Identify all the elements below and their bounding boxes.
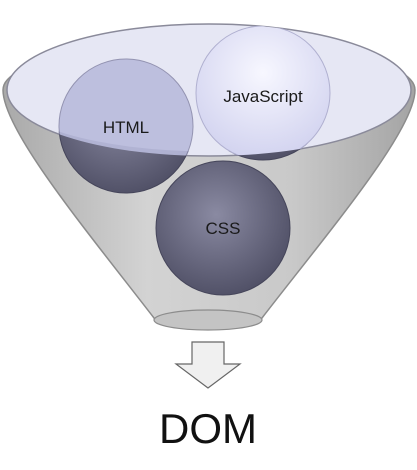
html-ball: HTML — [58, 58, 194, 194]
javascript-ball: JavaScript — [195, 25, 331, 161]
css-label: CSS — [206, 219, 241, 238]
funnel-spout — [153, 309, 263, 331]
down-arrow-icon — [174, 341, 242, 389]
html-label: HTML — [103, 118, 149, 137]
css-ball: CSS — [155, 160, 291, 296]
dom-label: DOM — [159, 405, 257, 452]
javascript-label: JavaScript — [223, 87, 303, 106]
